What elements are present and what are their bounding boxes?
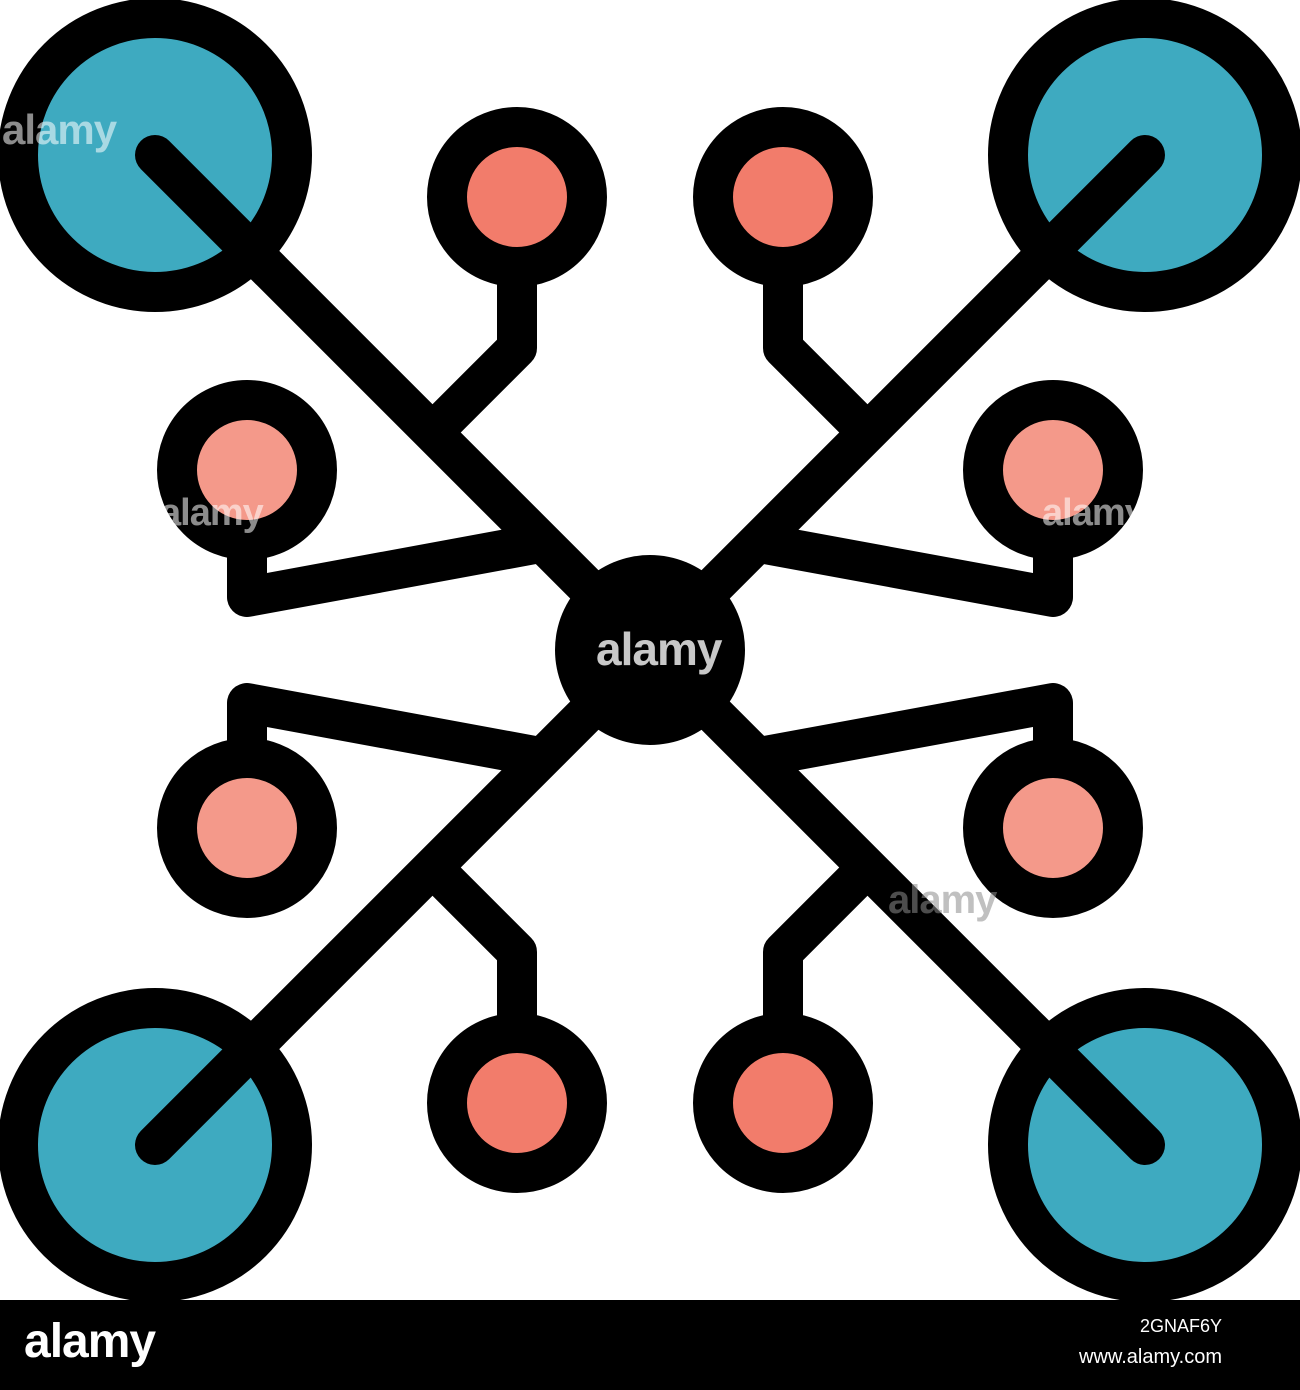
branch-side-lower-right <box>740 683 1073 777</box>
node-side-upper-right <box>963 380 1143 560</box>
diagonal-tip-bottom-left <box>135 1010 290 1165</box>
footer-image-id: 2GNAF6Y <box>1139 1316 1222 1336</box>
network-hub-icon <box>0 0 1300 1300</box>
branch-side-lower-left <box>227 683 560 777</box>
node-side-lower-right <box>963 738 1143 918</box>
branch-bottom-left <box>427 862 537 1035</box>
center-hub-node <box>555 555 745 745</box>
branch-side-upper-left <box>227 523 560 617</box>
branch-top-left <box>427 265 537 438</box>
branch-top-right <box>763 265 873 438</box>
node-top-left <box>427 107 607 287</box>
diagonal-tip-top-right <box>1010 135 1165 290</box>
diagonal-tip-bottom-right <box>1010 1010 1165 1165</box>
node-side-lower-left <box>157 738 337 918</box>
node-side-upper-left <box>157 380 337 560</box>
branch-bottom-right <box>763 862 873 1035</box>
node-bottom-left <box>427 1013 607 1193</box>
branch-side-upper-right <box>740 523 1073 617</box>
footer-logo[interactable]: alamy <box>24 1315 156 1368</box>
footer-url[interactable]: www.alamy.com <box>1079 1346 1222 1368</box>
node-bottom-right <box>693 1013 873 1193</box>
node-top-right <box>693 107 873 287</box>
diagonal-tip-top-left <box>135 135 290 290</box>
stock-footer-bar: alamy 2GNAF6Y www.alamy.com <box>0 1300 1300 1390</box>
